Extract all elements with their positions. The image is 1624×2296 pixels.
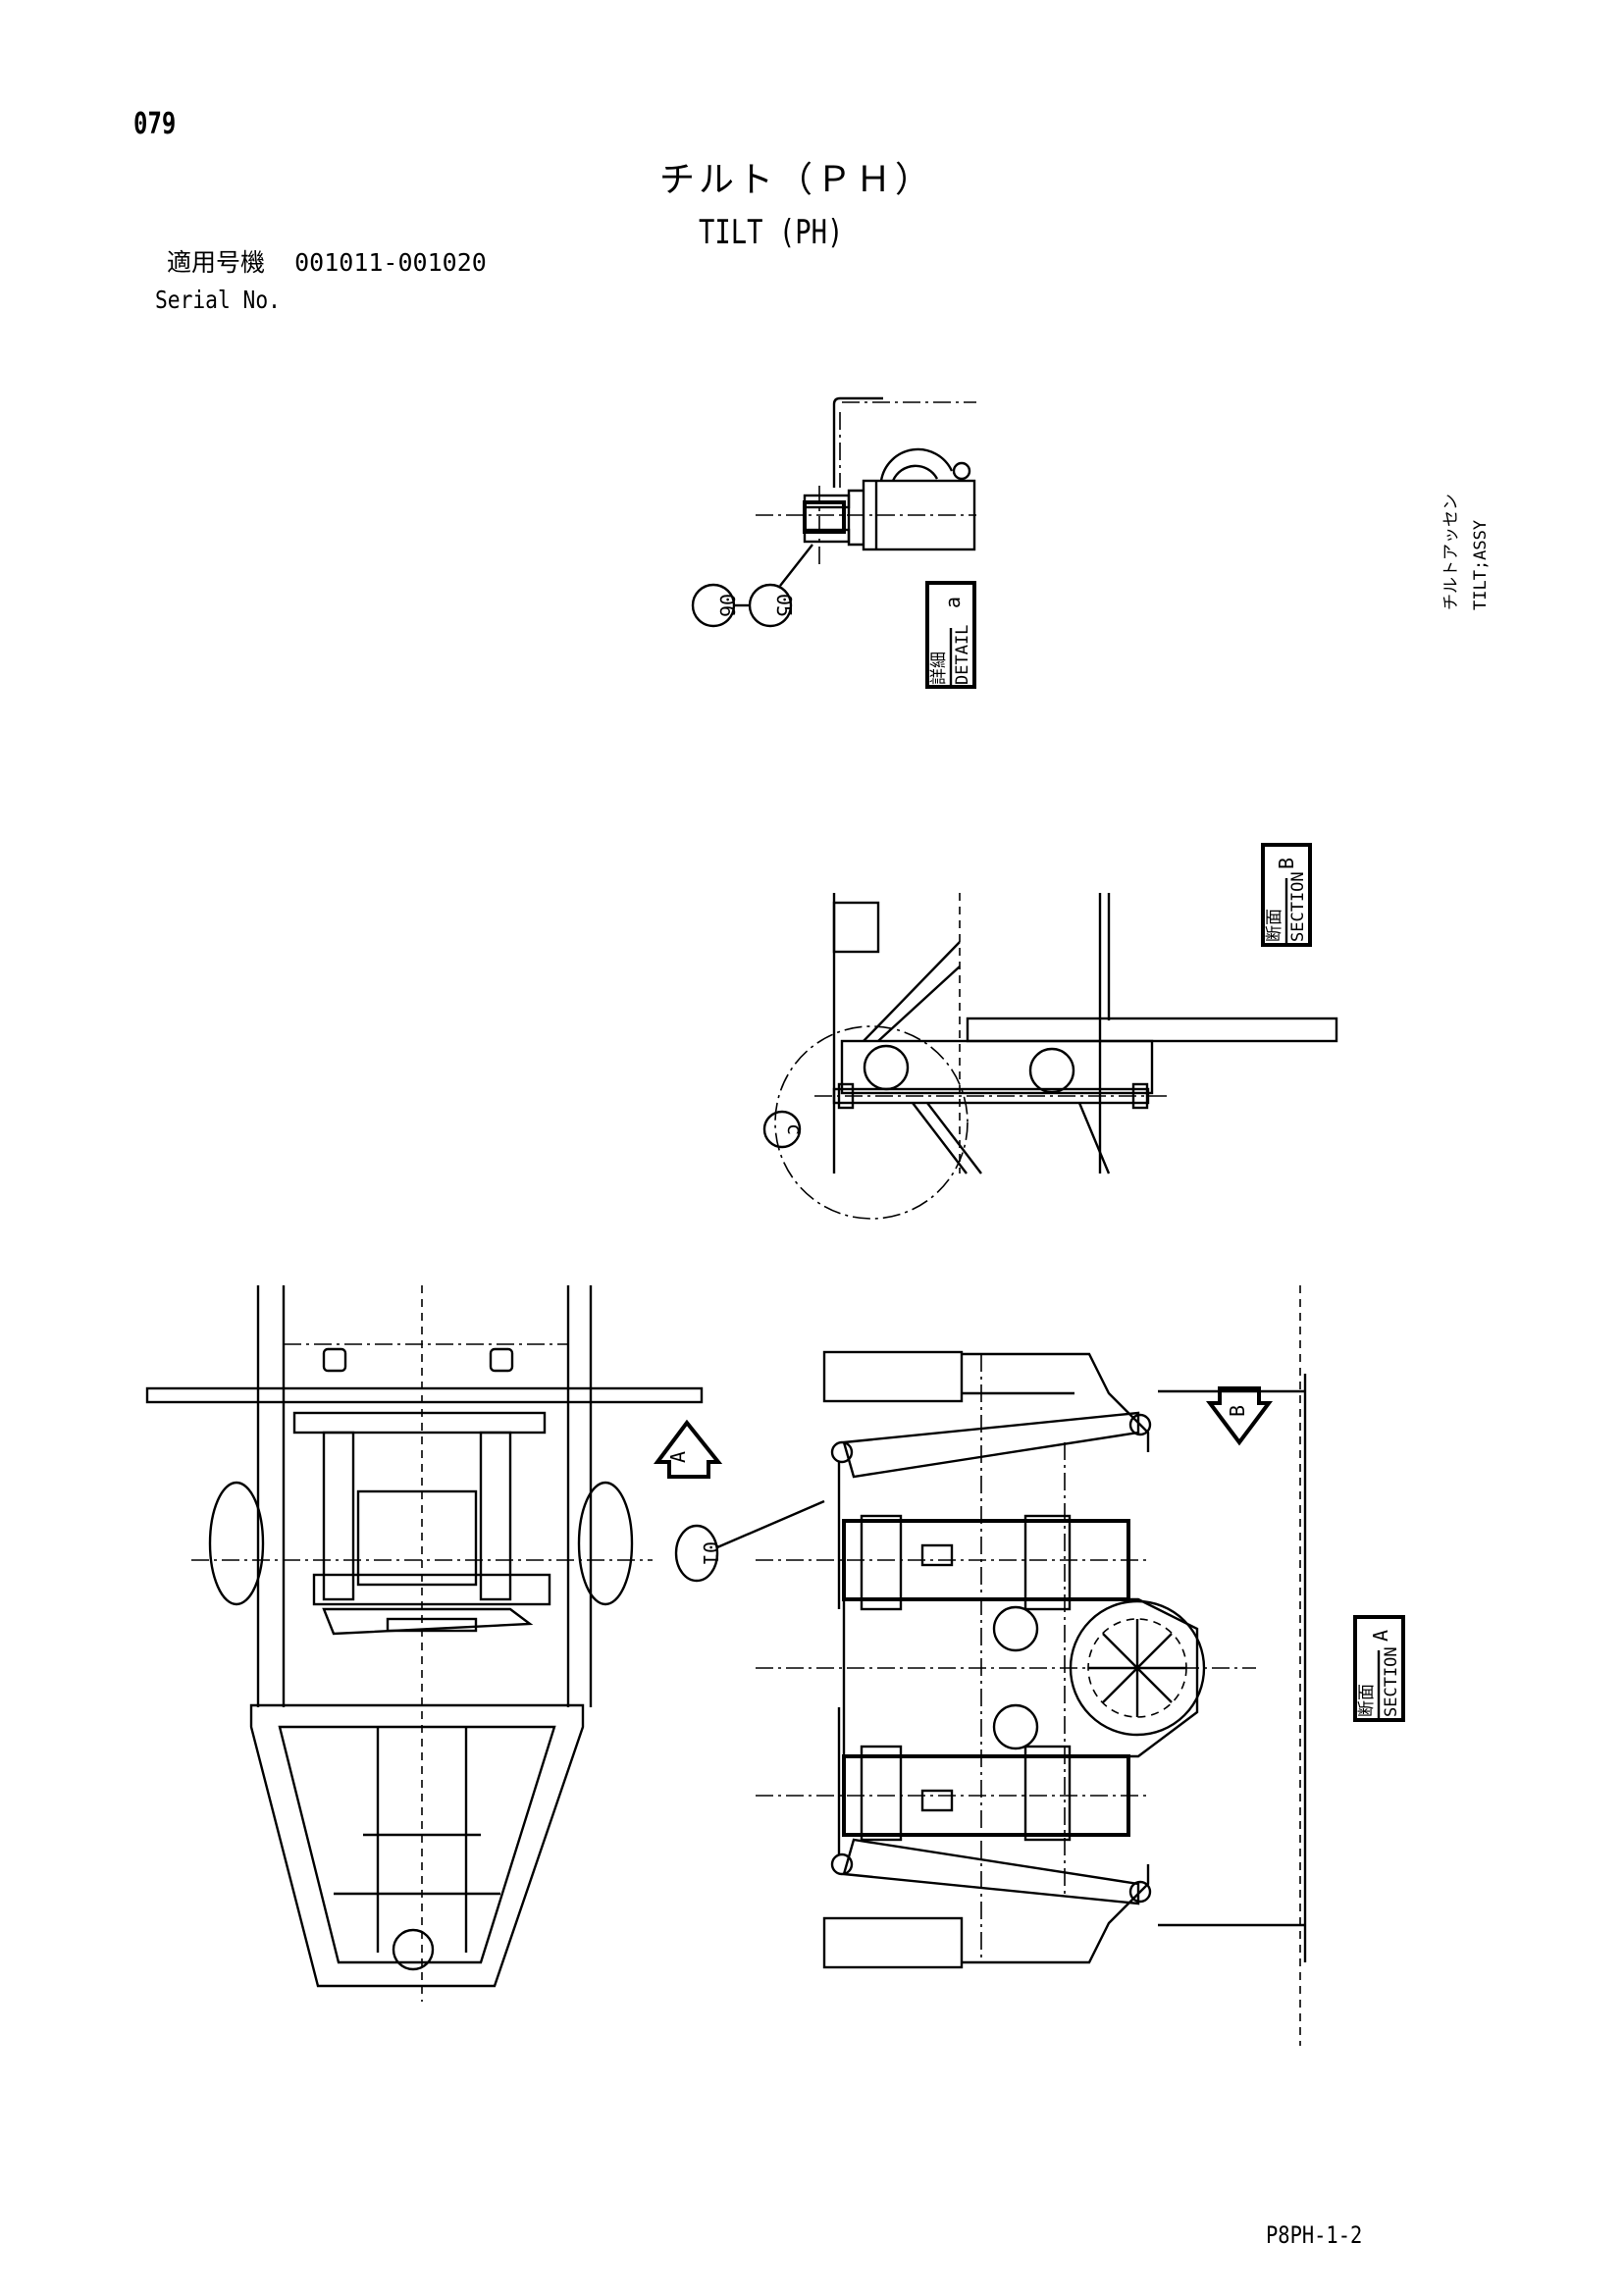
svg-text:SECTION: SECTION bbox=[1382, 1646, 1401, 1717]
serial-label-en: Serial No. bbox=[155, 286, 281, 314]
view-arrow-b: B bbox=[1206, 1386, 1273, 1446]
drawing-code: P8PH-1-2 bbox=[1266, 2221, 1363, 2249]
serial-row: 適用号機 001011-001020 bbox=[167, 249, 487, 279]
side-label: チルトアッセン TILT;ASSY bbox=[1441, 494, 1491, 610]
svg-text:詳細: 詳細 bbox=[929, 652, 949, 685]
overall-top-view: A bbox=[145, 1285, 723, 2002]
serial-range: 001011-001020 bbox=[294, 248, 487, 277]
section-b-view: c 断面 SECTION B bbox=[762, 843, 1338, 1220]
view-arrow-a: A bbox=[654, 1419, 723, 1479]
detail-a-view: 06 05 詳細 DETAIL a bbox=[691, 396, 976, 689]
side-label-jp: チルトアッセン bbox=[1441, 494, 1461, 610]
svg-text:断面: 断面 bbox=[1265, 909, 1284, 942]
svg-text:SECTION: SECTION bbox=[1288, 871, 1308, 942]
section-b-label: 断面 SECTION B bbox=[1261, 843, 1312, 947]
balloon-06: 06 bbox=[691, 583, 739, 628]
side-label-en: TILT;ASSY bbox=[1471, 520, 1491, 610]
page-number: 079 bbox=[133, 107, 177, 141]
detail-a-label: 詳細 DETAIL a bbox=[925, 581, 976, 689]
balloon-c: c bbox=[762, 1110, 807, 1149]
svg-text:A: A bbox=[666, 1451, 690, 1463]
svg-text:c: c bbox=[783, 1123, 807, 1135]
serial-label-jp: 適用号機 bbox=[167, 248, 266, 277]
balloon-01: 01 bbox=[674, 1524, 722, 1583]
svg-text:DETAIL: DETAIL bbox=[953, 625, 972, 685]
svg-text:05: 05 bbox=[772, 594, 796, 617]
title-japanese: チルト（ＰＨ） bbox=[659, 160, 935, 200]
svg-text:B: B bbox=[1275, 858, 1298, 869]
svg-text:01: 01 bbox=[699, 1541, 722, 1565]
svg-text:B: B bbox=[1226, 1405, 1249, 1417]
svg-text:a: a bbox=[941, 597, 965, 608]
balloon-05: 05 bbox=[748, 583, 796, 628]
svg-text:断面: 断面 bbox=[1357, 1684, 1377, 1717]
section-a-view: 01 B 断面 SECTION A bbox=[674, 1285, 1405, 2046]
title-english: TILT (PH) bbox=[699, 213, 844, 252]
svg-text:A: A bbox=[1369, 1630, 1392, 1642]
section-a-label: 断面 SECTION A bbox=[1353, 1615, 1405, 1722]
